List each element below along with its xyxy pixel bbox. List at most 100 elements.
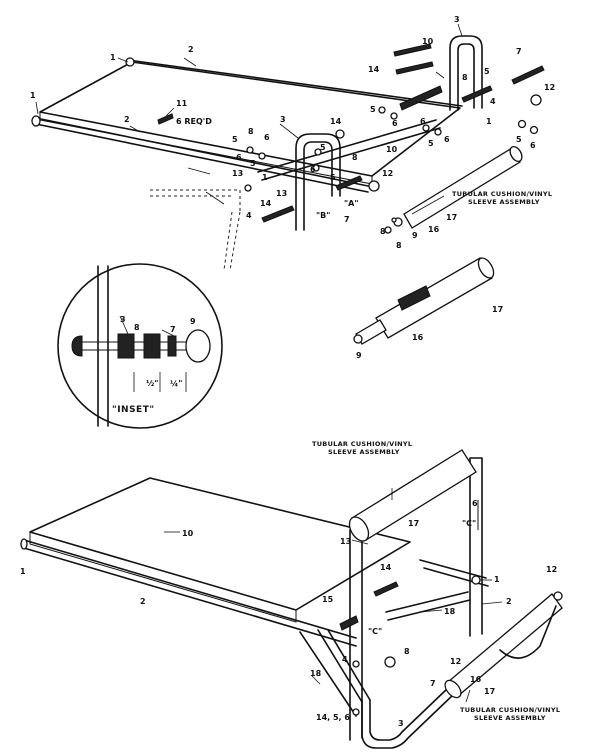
label-14c: 14 — [260, 199, 272, 208]
cap-14 — [335, 129, 345, 139]
label-15: 15 — [322, 595, 334, 604]
screw-11 — [157, 113, 174, 125]
inset-cap-9 — [185, 329, 211, 363]
label-5c: 5 — [428, 139, 434, 148]
cross-tube — [257, 119, 437, 173]
label-13: 13 — [232, 169, 243, 178]
bottom-cushion — [447, 593, 563, 697]
label-6c: 6 — [444, 135, 450, 144]
cap-12 — [530, 94, 542, 106]
assembled-end-cap — [20, 538, 28, 550]
bolt-7b — [335, 175, 363, 191]
inset-label-3: 3 — [120, 315, 126, 324]
washer-mid-6 — [312, 164, 320, 172]
label-9: 9 — [412, 231, 418, 240]
leader-tubular-top — [411, 195, 445, 215]
inset-dim-lines — [133, 372, 187, 392]
assembled-hw-group — [352, 708, 360, 716]
washer-6 — [390, 112, 398, 120]
label-6f: 6 — [236, 153, 242, 162]
nut-top-5 — [246, 146, 254, 154]
label-11: 11 — [176, 99, 188, 108]
label-8: 8 — [462, 73, 468, 82]
inset-nut-a — [117, 333, 135, 359]
label-6: 6 — [392, 119, 398, 128]
nut-5 — [378, 106, 386, 114]
caption-tubular-top-2: SLEEVE ASSEMBLY — [468, 198, 540, 206]
label-10: 10 — [422, 37, 434, 46]
cushion-tube — [403, 147, 521, 229]
caption-tubular-bottom-2: SLEEVE ASSEMBLY — [474, 714, 546, 722]
assembled-nut-4 — [352, 660, 360, 668]
top-exploded-view — [31, 35, 545, 345]
sleeve-band-16 — [397, 285, 431, 311]
nut-5c — [517, 119, 527, 129]
clip-15 — [339, 615, 359, 631]
label-16b: 16 — [412, 333, 424, 342]
label-5e: 5 — [232, 135, 238, 144]
label-10c: 10 — [182, 529, 194, 538]
label-1b: 1 — [30, 91, 36, 100]
label-1e: 1 — [20, 567, 26, 576]
label-9b: 9 — [356, 351, 362, 360]
nut-5b — [422, 124, 430, 132]
end-cap-back — [125, 57, 135, 67]
inset-label-half: ½" — [146, 378, 158, 388]
inset-label-8: 8 — [134, 323, 140, 332]
bottom-u-frame — [361, 649, 501, 749]
leader-13b — [351, 539, 369, 545]
washer-top-6 — [258, 152, 266, 160]
assembled-nut-1 — [471, 575, 481, 585]
leg-front — [317, 629, 371, 703]
label-14b: 14 — [330, 117, 342, 126]
inset-bolt-head — [71, 335, 83, 357]
label-7c: 7 — [430, 679, 436, 688]
caption-tubular-mid-2: SLEEVE ASSEMBLY — [328, 448, 400, 456]
inset-leaders — [119, 315, 175, 337]
label-c-mark: 6 — [472, 499, 478, 508]
label-12: 12 — [544, 83, 555, 92]
washer-6b — [434, 128, 442, 136]
label-2d: 2 — [140, 597, 146, 606]
label-8b: 8 — [248, 127, 254, 136]
leader-18b — [311, 675, 321, 685]
assembled-rail-front — [23, 539, 357, 639]
label-B: "B" — [316, 211, 330, 220]
label-18: 18 — [444, 607, 456, 616]
label-8c: 8 — [352, 153, 358, 162]
assembled-board-top — [29, 477, 411, 611]
leader-2c — [481, 601, 503, 605]
label-7: 7 — [516, 47, 522, 56]
label-18b: 18 — [310, 669, 322, 678]
front-u-tube — [295, 133, 341, 231]
caption-tubular-mid-1: TUBULAR CUSHION/VINYL — [312, 440, 412, 448]
label-4b: 4 — [246, 211, 252, 220]
label-16c: 16 — [470, 675, 482, 684]
label-17c: 17 — [408, 519, 419, 528]
label-4: 4 — [490, 97, 496, 106]
rear-u-tube — [449, 35, 483, 111]
callout-labels: 1 2 1 2 11 6 REQ'D 3 10 14 8 5 7 12 4 1 … — [20, 15, 560, 728]
label-8d: 8 — [380, 227, 386, 236]
label-10b: 10 — [386, 145, 398, 154]
inset-detail — [57, 263, 223, 429]
label-1c: 1 — [486, 117, 492, 126]
upright-left — [349, 527, 363, 741]
caption-tubular-top-1: TUBULAR CUSHION/VINYL — [452, 190, 552, 198]
cushion-detail — [375, 257, 493, 339]
cushion-detail-end — [477, 257, 495, 279]
label-6g: 6 — [310, 165, 316, 174]
cross-tube-lower — [261, 127, 441, 181]
foot-tube — [499, 605, 557, 659]
pin-9 — [353, 334, 363, 344]
assembled-board-edge — [29, 532, 297, 623]
label-12b: 12 — [382, 169, 393, 178]
leader-2b — [129, 125, 141, 133]
inset-nut-b — [143, 333, 161, 359]
label-A: "A" — [344, 199, 359, 208]
label-14d: 14 — [380, 563, 392, 572]
label-1d: 1 — [262, 173, 268, 182]
label-2b: 2 — [124, 115, 130, 124]
leader-13 — [205, 191, 225, 205]
